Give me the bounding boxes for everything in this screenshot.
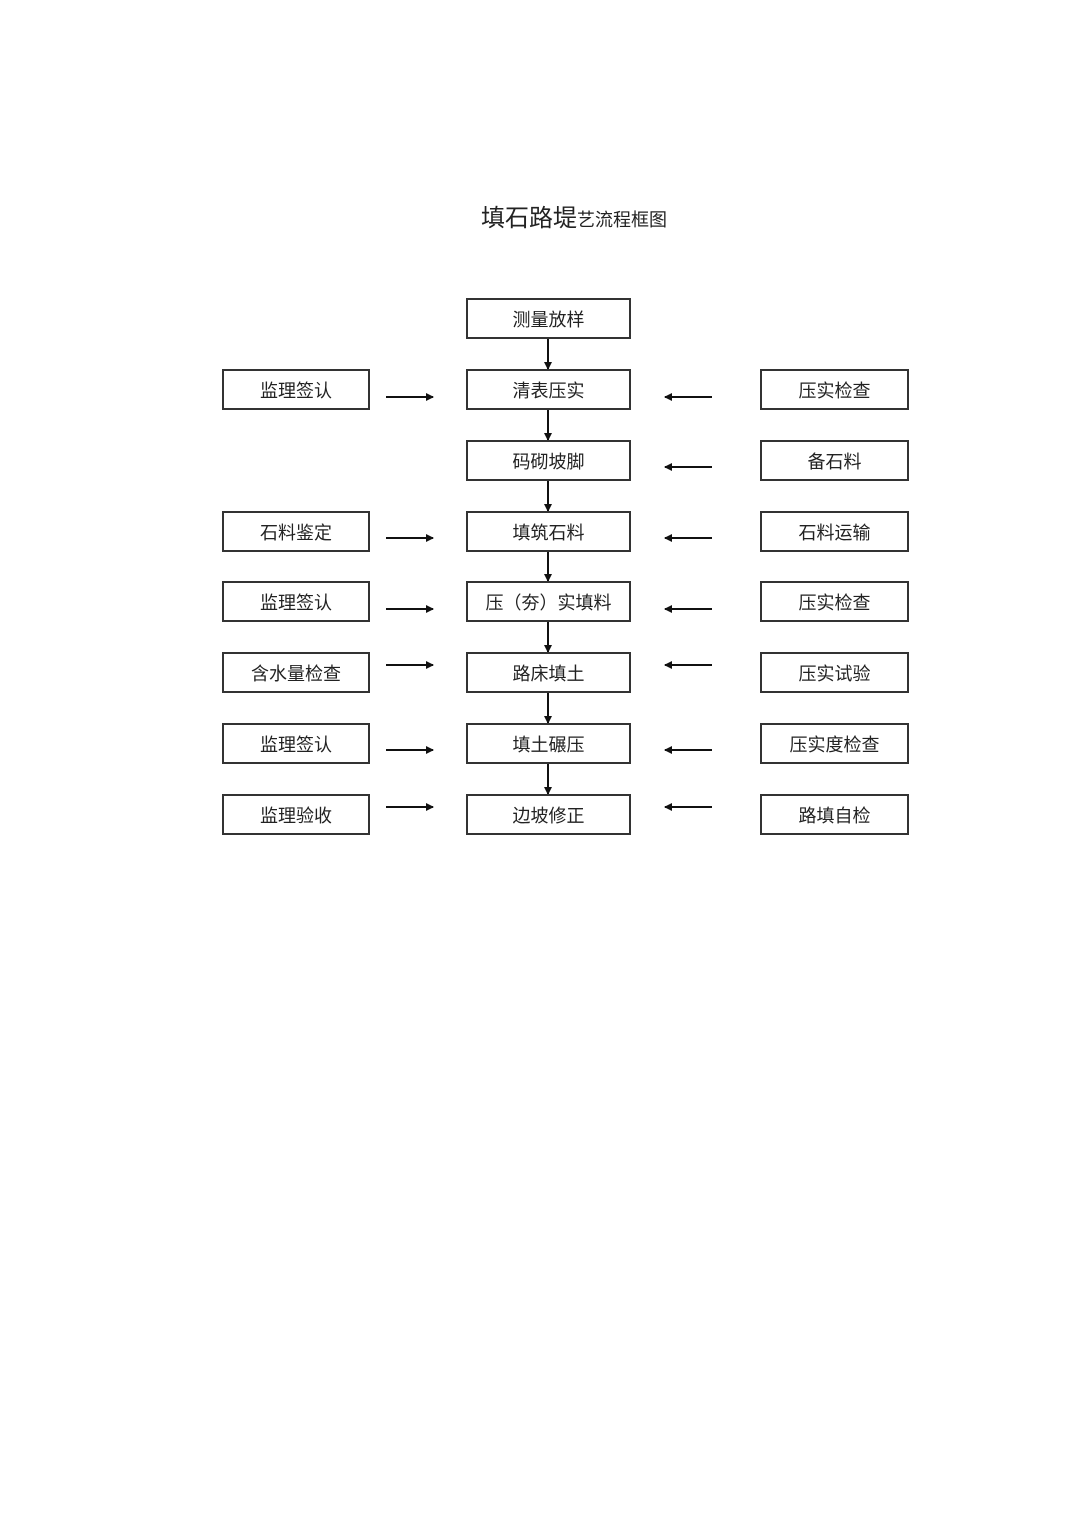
left-input-box: 监理签认 [222,723,370,764]
right-input-box: 压实试验 [760,652,909,693]
left-input-box: 含水量检查 [222,652,370,693]
right-input-box: 压实检查 [760,369,909,410]
process-step-box: 填筑石料 [466,511,631,552]
process-step-box: 码砌坡脚 [466,440,631,481]
left-input-box: 监理签认 [222,369,370,410]
right-input-box: 压实检查 [760,581,909,622]
process-step-box: 边坡修正 [466,794,631,835]
right-input-box: 备石料 [760,440,909,481]
process-step-box: 测量放样 [466,298,631,339]
right-input-box: 压实度检查 [760,723,909,764]
left-input-box: 石料鉴定 [222,511,370,552]
process-step-box: 填土碾压 [466,723,631,764]
left-input-box: 监理验收 [222,794,370,835]
left-input-box: 监理签认 [222,581,370,622]
right-input-box: 路填自检 [760,794,909,835]
title-main: 填石路堤 [481,204,577,232]
process-step-box: 清表压实 [466,369,631,410]
right-input-box: 石料运输 [760,511,909,552]
process-step-box: 路床填土 [466,652,631,693]
process-step-box: 压（夯）实填料 [466,581,631,622]
diagram-title: 填石路堤艺流程框图 [481,198,667,233]
title-sub: 艺流程框图 [577,210,667,231]
